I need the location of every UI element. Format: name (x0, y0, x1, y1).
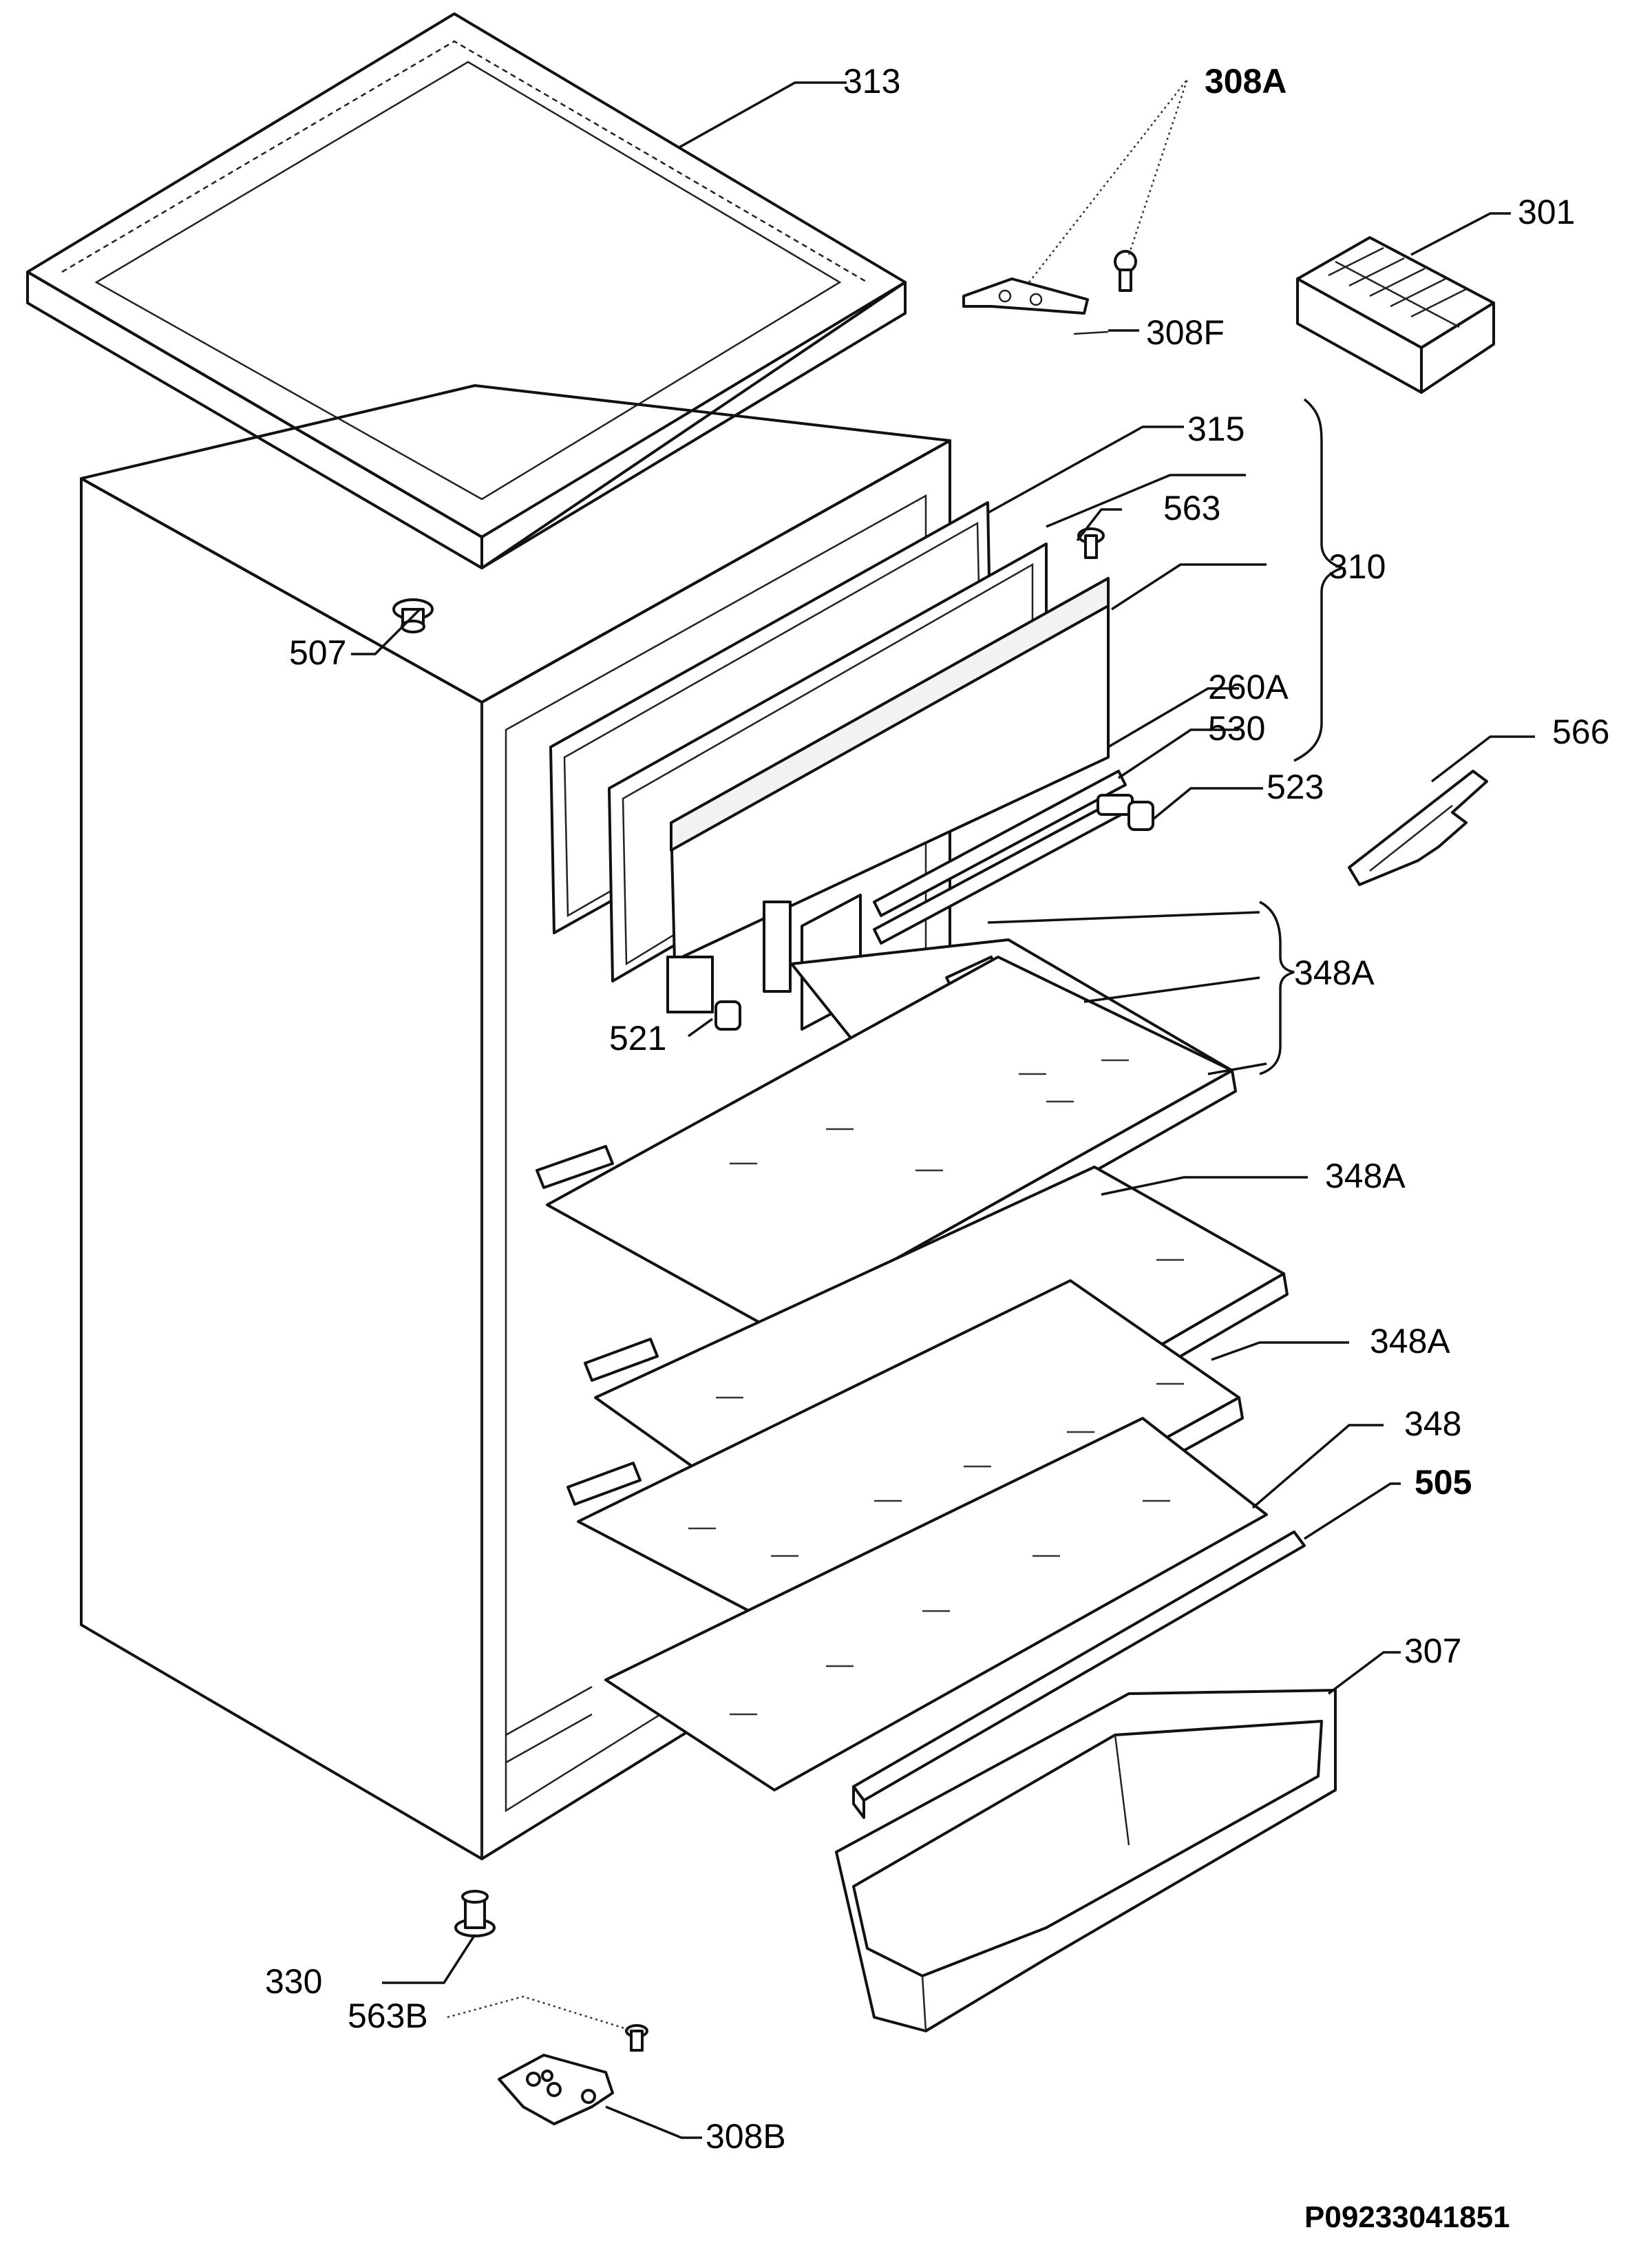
label-348A-top: 348A (1294, 954, 1375, 992)
label-507: 507 (289, 633, 346, 672)
label-260A: 260A (1208, 668, 1289, 706)
label-301: 301 (1518, 193, 1575, 231)
trim-strip-505 (852, 1530, 1306, 1819)
bracket-566 (1348, 770, 1488, 886)
label-308A: 308A (1205, 62, 1287, 101)
adjustable-foot-330 (454, 1890, 496, 1937)
label-521: 521 (609, 1019, 666, 1057)
top-hinge-308A (962, 250, 1137, 335)
label-523: 523 (1267, 768, 1324, 806)
hinge-pin-523 (1097, 794, 1154, 831)
drawing-code: P09233041851 (1304, 2200, 1510, 2234)
label-308B: 308B (706, 2117, 786, 2156)
part-521 (714, 1000, 741, 1031)
label-348A-2: 348A (1325, 1157, 1406, 1195)
label-313: 313 (843, 62, 900, 101)
label-348: 348 (1404, 1404, 1461, 1443)
label-330: 330 (265, 1962, 322, 2001)
label-348A-3: 348A (1370, 1322, 1450, 1360)
label-308F: 308F (1146, 313, 1225, 352)
label-530: 530 (1208, 709, 1265, 748)
foot-507 (392, 598, 434, 633)
top-cover-313 (26, 12, 907, 569)
label-566: 566 (1552, 713, 1609, 751)
freezer-door-assembly-310 (549, 501, 1110, 1013)
label-315: 315 (1187, 410, 1245, 448)
part-labels: 313 308A 301 308F 315 563 310 507 260A 5… (265, 62, 1609, 2234)
ice-tray-301 (1296, 236, 1495, 394)
label-563: 563 (1163, 489, 1220, 527)
label-563B: 563B (348, 1997, 428, 2035)
door-bin-307 (835, 1689, 1337, 2032)
leader-lines (351, 78, 1535, 2139)
label-310: 310 (1328, 547, 1386, 586)
label-505: 505 (1415, 1463, 1472, 1502)
screw-563B (625, 2024, 648, 2052)
glass-shelf-348 (604, 1417, 1268, 1791)
bottom-hinge-308B (498, 2054, 614, 2125)
label-307: 307 (1404, 1632, 1461, 1670)
